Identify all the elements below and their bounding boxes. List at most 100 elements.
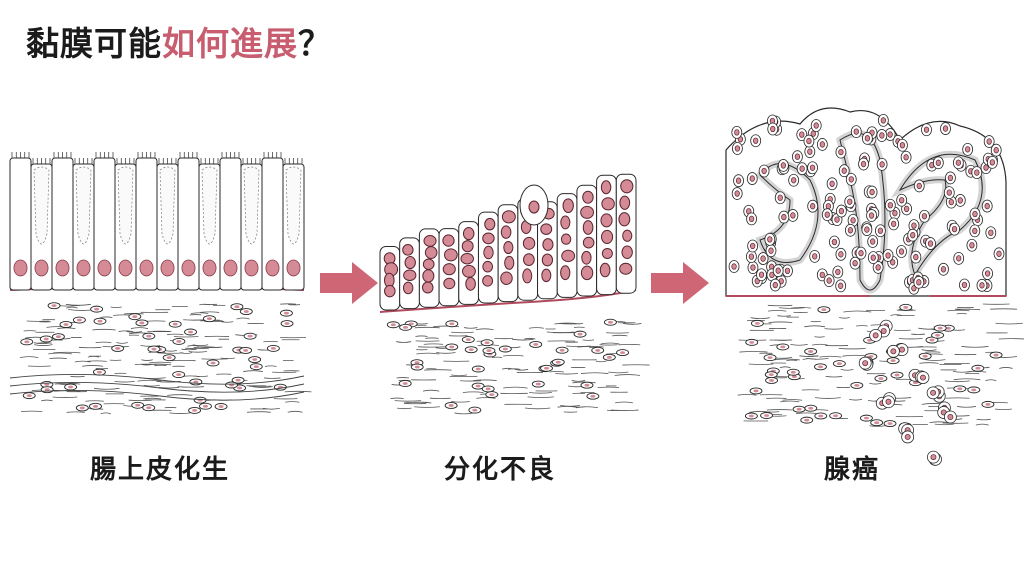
stroma-fiber (141, 359, 153, 361)
tumor-nucleus (750, 264, 756, 271)
tumor-nucleus (799, 165, 805, 172)
tumor-nucleus (879, 132, 885, 139)
stroma-fiber (524, 407, 551, 410)
cell-nucleus (139, 259, 154, 277)
stroma-fiber (869, 382, 882, 385)
tumor-nucleus (841, 167, 847, 174)
tumor-nucleus (877, 227, 884, 234)
stroma-nucleus (937, 326, 943, 330)
stroma-fiber (572, 381, 596, 384)
stroma-fiber (999, 367, 1013, 369)
tumor-nucleus (864, 226, 870, 233)
stroma-fiber (573, 406, 585, 408)
stroma-nucleus (243, 349, 249, 352)
cell-nucleus (265, 259, 280, 277)
stroma-fiber (92, 328, 116, 331)
cell-nucleus (181, 259, 196, 277)
tumor-nucleus (838, 207, 845, 215)
stroma-nucleus (993, 353, 999, 357)
cell-nucleus (34, 259, 49, 277)
stroma-nucleus (63, 323, 69, 326)
stroma-fiber (193, 346, 219, 348)
cell-nucleus (541, 268, 552, 283)
stroma-nucleus (808, 406, 814, 410)
tumor-nucleus (913, 253, 919, 261)
stroma-fiber (812, 343, 828, 346)
stroma-fiber (595, 360, 607, 363)
tumor-nucleus (807, 148, 813, 155)
tumor-nucleus (848, 176, 854, 183)
invading-nucleus (885, 398, 892, 405)
cell-nucleus (621, 245, 633, 260)
tumor-nucleus (858, 249, 864, 257)
tumor-nucleus (753, 137, 759, 144)
title-prefix: 黏膜可能 (26, 24, 162, 63)
tumor-nucleus (880, 117, 887, 124)
tumor-nucleus (847, 227, 854, 234)
tumor-nucleus (731, 263, 737, 270)
stroma-nucleus (769, 379, 775, 382)
stroma-fiber (985, 379, 997, 382)
cell-nucleus (13, 259, 28, 277)
stroma-fiber (414, 326, 440, 329)
title-suffix: ？ (298, 24, 332, 63)
stroma-nucleus (218, 405, 224, 408)
stroma-nucleus (808, 350, 814, 353)
stroma-fiber (750, 317, 770, 319)
tumor-nucleus (921, 213, 928, 220)
cell-nucleus (160, 259, 175, 277)
tumor-nucleus (887, 131, 893, 138)
stroma-fiber (929, 421, 949, 424)
tumor-nucleus (734, 129, 740, 136)
cell-nucleus (523, 253, 535, 267)
stroma-fiber (188, 351, 207, 353)
stage-label-metaplasia: 腸上皮化生 (89, 455, 230, 485)
stroma-nucleus (44, 388, 50, 392)
stroma-nucleus (804, 418, 810, 422)
invading-nucleus (899, 346, 905, 353)
mucin-vacuole (33, 166, 50, 245)
cell-nucleus (601, 229, 614, 244)
stroma-nucleus (821, 308, 827, 312)
stroma-fiber (220, 321, 234, 323)
stroma-nucleus (79, 406, 85, 410)
cell-nucleus (465, 276, 476, 291)
stroma-fiber (52, 396, 78, 398)
cell-nucleus (442, 263, 456, 276)
stroma-nucleus (135, 403, 141, 407)
cell-nucleus (202, 259, 217, 277)
cell-nucleus (402, 244, 414, 256)
stroma-fiber (33, 342, 51, 345)
stroma-fiber (780, 400, 800, 403)
tumor-nucleus (989, 159, 996, 166)
stroma-nucleus (283, 311, 289, 315)
stroma-fiber (454, 412, 474, 415)
stroma-nucleus (235, 378, 241, 382)
stroma-nucleus (863, 416, 869, 420)
stroma-fiber (614, 374, 641, 376)
stroma-fiber (149, 361, 172, 364)
tumor-nucleus (770, 125, 776, 133)
tumor-nucleus (735, 177, 742, 184)
stroma-nucleus (92, 404, 98, 408)
stroma-fiber (164, 349, 177, 352)
stroma-fiber (416, 352, 440, 355)
stroma-nucleus (449, 345, 455, 349)
tumor-nucleus (875, 264, 881, 271)
cell-nucleus (442, 234, 455, 247)
tumor-nucleus (916, 279, 922, 286)
tumor-nucleus (809, 164, 816, 171)
cell-nucleus (482, 260, 493, 273)
stroma-fiber (608, 371, 629, 374)
stroma-fiber (190, 312, 209, 314)
tumor-nucleus (899, 142, 906, 149)
stroma-nucleus (176, 373, 182, 376)
cell-nucleus (522, 268, 533, 284)
stroma-nucleus (51, 304, 57, 308)
mucin-vacuole (75, 166, 92, 245)
stroma-nucleus (206, 317, 212, 321)
cell-nucleus (582, 236, 595, 249)
right-arrow-icon (320, 262, 378, 304)
stroma-nucleus (414, 365, 420, 369)
stroma-fiber (87, 355, 100, 358)
